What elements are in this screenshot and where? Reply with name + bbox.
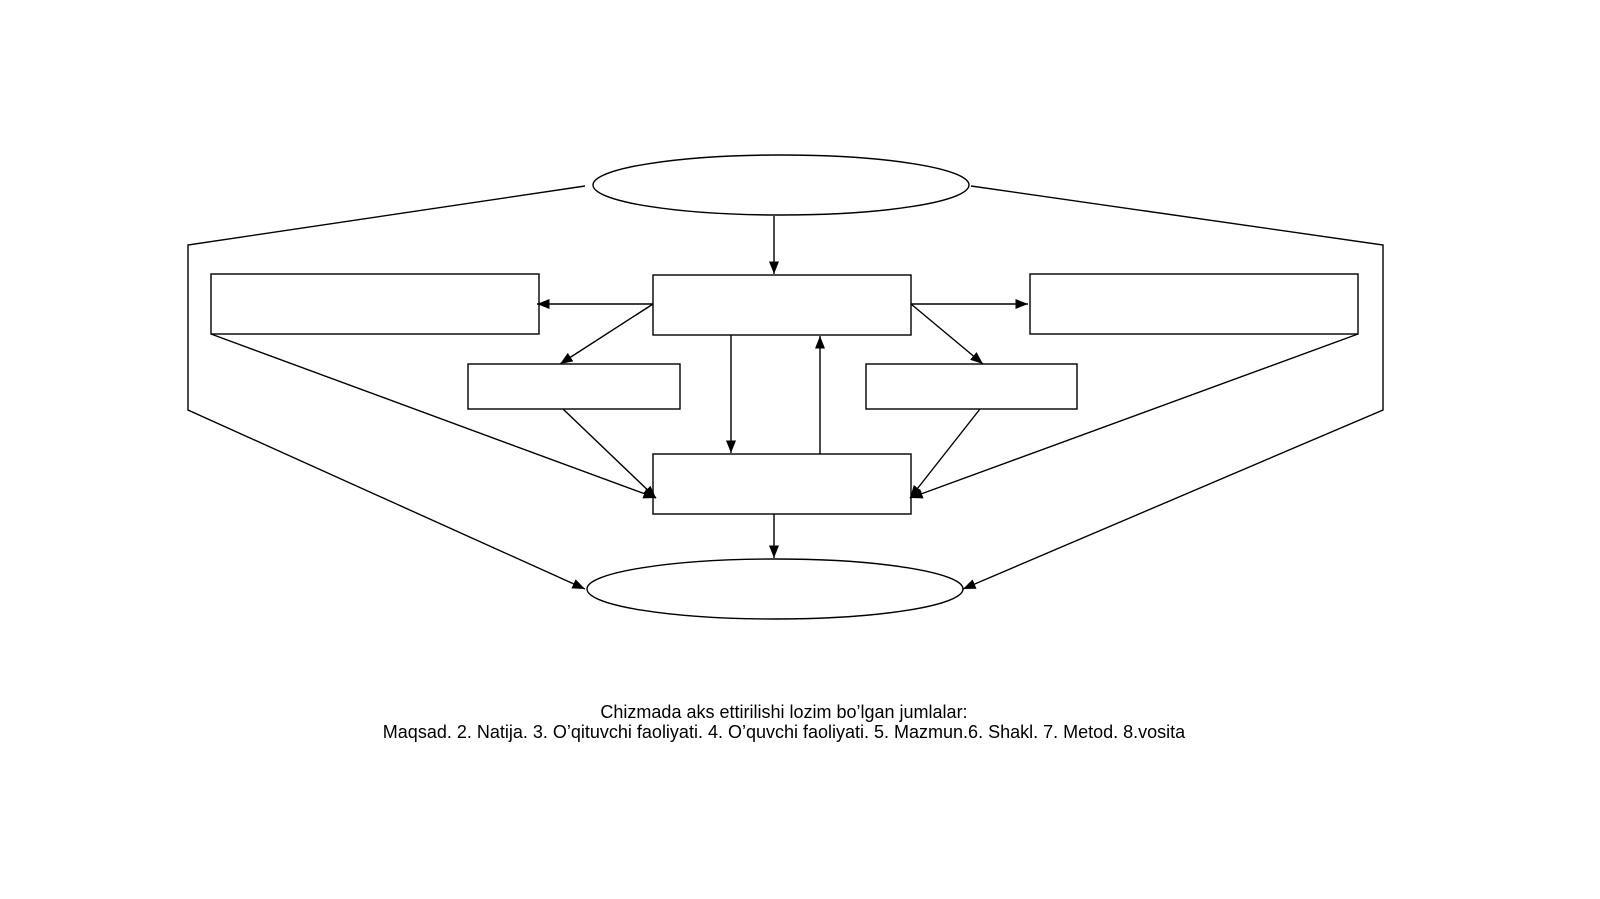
top-ellipse [592, 154, 970, 216]
left-wide-box [210, 273, 540, 335]
right-small-box [865, 363, 1078, 410]
bottom-ellipse [586, 558, 964, 620]
arrow-left-small-to-center-bottom [562, 408, 657, 499]
right-outer-path [962, 185, 1384, 590]
left-small-box [467, 363, 681, 410]
caption-title: Chizmada aks ettirilishi lozim bo’lgan j… [600, 702, 968, 722]
caption-list: Maqsad. 2. Natija. 3. O’qituvchi faoliya… [382, 722, 1186, 742]
center-top-box [652, 274, 912, 336]
center-bottom-box [652, 453, 912, 515]
arrow-right-wide-to-center-bottom [909, 333, 1359, 499]
left-outer-path [187, 185, 586, 590]
arrow-center-top-to-right-small [910, 303, 984, 365]
arrow-left-wide-to-center-bottom [210, 333, 657, 499]
right-wide-box [1029, 273, 1359, 335]
arrow-center-top-to-left-small [559, 303, 654, 365]
arrow-right-small-to-center-bottom [909, 408, 981, 499]
